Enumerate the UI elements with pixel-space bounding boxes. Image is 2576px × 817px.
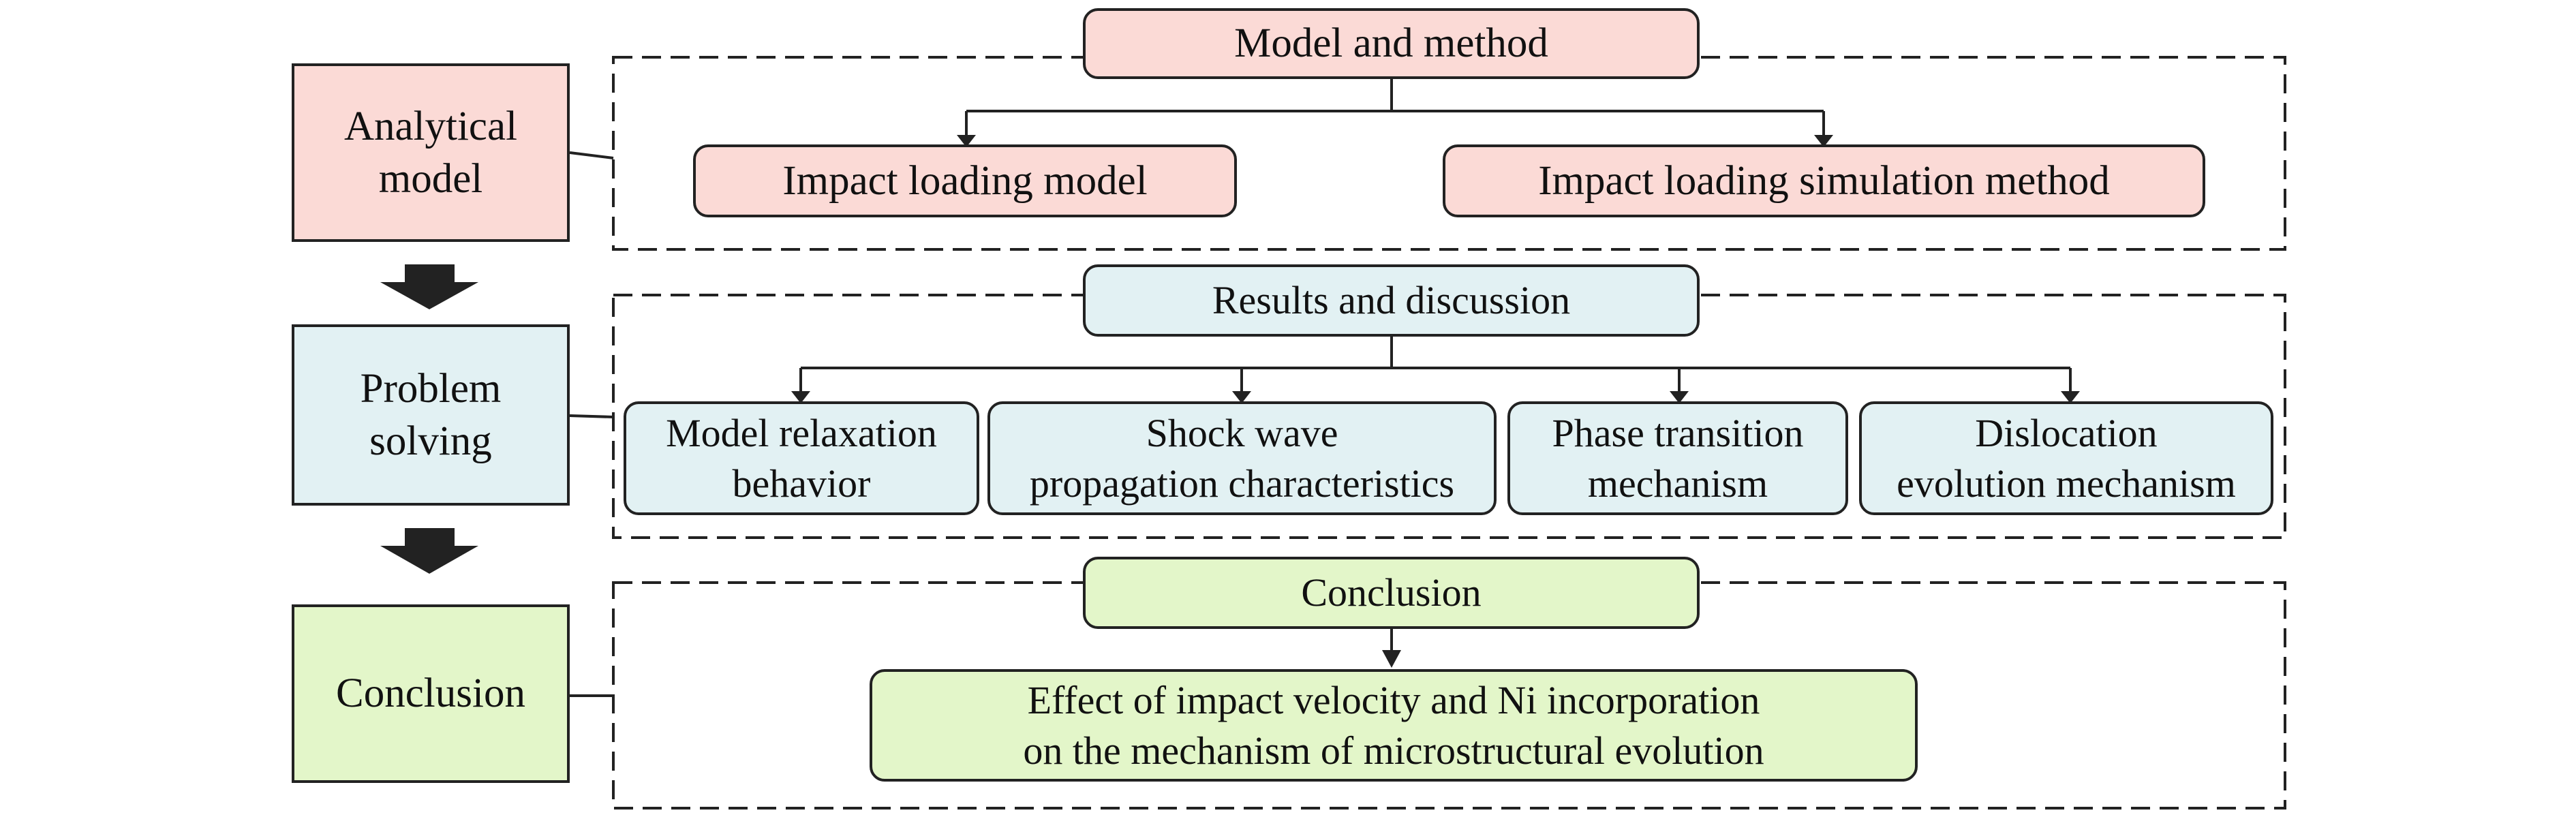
conclusion-header: Conclusion — [1083, 557, 1700, 629]
conclusion-effect-box: Effect of impact velocity and Ni incorpo… — [870, 669, 1918, 782]
arrowhead-impact-loading-model — [957, 135, 976, 147]
arrowhead-model-relaxation — [791, 391, 810, 403]
model-and-method-header: Model and method — [1083, 8, 1700, 79]
arrowhead-phase-transition — [1670, 391, 1689, 403]
dislocation-evolution-mechanism-box: Dislocation evolution mechanism — [1859, 401, 2273, 515]
shock-wave-propagation-box: Shock wave propagation characteristics — [987, 401, 1497, 515]
conclusion-left-box: Conclusion — [292, 604, 570, 783]
connector-problem-solving — [569, 414, 614, 418]
impact-loading-model-box: Impact loading model — [693, 144, 1237, 217]
problem-solving-box: Problem solving — [292, 324, 570, 506]
arrowhead-conclusion-item — [1382, 650, 1401, 668]
arrowhead-shock-wave — [1232, 391, 1251, 403]
phase-transition-mechanism-box: Phase transition mechanism — [1507, 401, 1848, 515]
impact-loading-simulation-method-box: Impact loading simulation method — [1443, 144, 2205, 217]
flow-arrow-2 — [380, 528, 478, 574]
flow-arrow-1 — [380, 264, 478, 309]
analytical-model-box: Analytical model — [292, 63, 570, 242]
arrowhead-dislocation — [2061, 391, 2080, 403]
arrowhead-impact-loading-simulation — [1814, 135, 1833, 147]
model-relaxation-behavior-box: Model relaxation behavior — [624, 401, 979, 515]
results-and-discussion-header: Results and discussion — [1083, 264, 1700, 337]
connector-analytical-model — [569, 151, 614, 159]
